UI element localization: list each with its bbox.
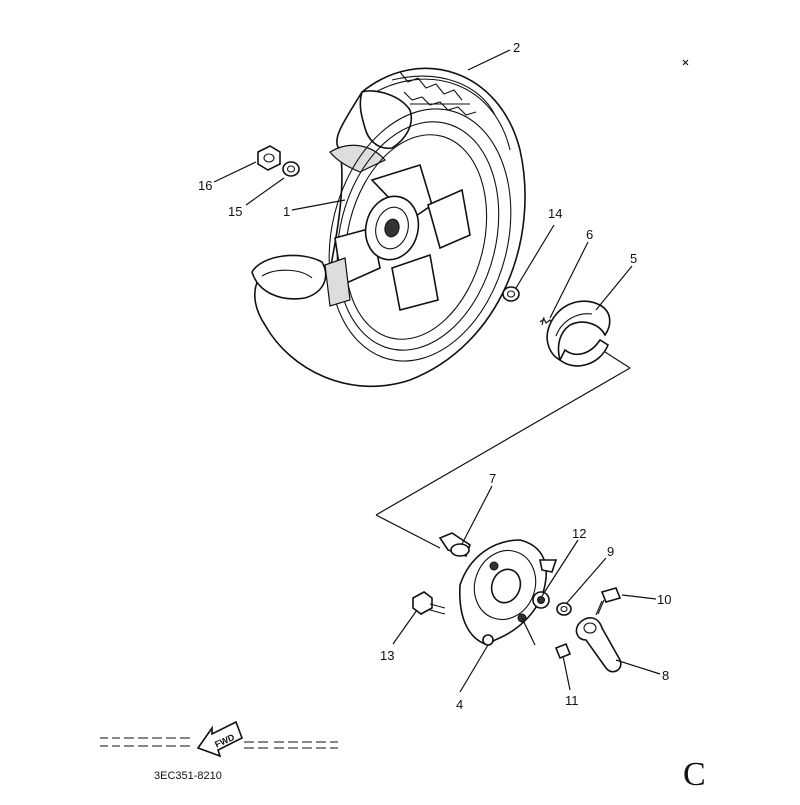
callout-4: 4 — [456, 697, 463, 712]
callout-2: 2 — [513, 40, 520, 55]
brake-camshaft-7 — [438, 532, 471, 558]
diagram-code: 3EC351-8210 — [154, 770, 222, 782]
washer-14 — [502, 286, 520, 302]
axle-nut-16 — [257, 145, 281, 171]
bolt-10 — [595, 587, 622, 616]
callout-6: 6 — [586, 227, 593, 242]
callout-10: 10 — [657, 592, 671, 607]
callout-13: 13 — [380, 648, 394, 663]
callout-16: 16 — [198, 178, 212, 193]
leader-lines — [213, 49, 661, 693]
bolt-13 — [412, 591, 446, 615]
callout-14: 14 — [548, 206, 562, 221]
washer-9 — [556, 602, 572, 616]
callout-11: 11 — [565, 693, 579, 708]
brake-plate-4 — [459, 539, 558, 646]
oil-seal-12 — [532, 591, 550, 609]
page-letter: C — [683, 756, 706, 793]
assembly-guide-lines — [375, 351, 631, 646]
callout-5: 5 — [630, 251, 637, 266]
camshaft-lever-8 — [575, 617, 622, 673]
wheel-tire-assembly — [251, 67, 526, 388]
stray-mark-icon — [682, 59, 689, 66]
callout-8: 8 — [662, 668, 669, 683]
fwd-arrow-icon — [196, 720, 244, 758]
callout-9: 9 — [607, 544, 614, 559]
callout-15: 15 — [228, 204, 242, 219]
tire-tread-icon — [399, 71, 477, 116]
callout-12: 12 — [572, 526, 586, 541]
callout-1: 1 — [283, 204, 290, 219]
fwd-arrow-badge: FWD — [100, 720, 338, 758]
washer-15 — [282, 161, 300, 177]
callout-7: 7 — [489, 471, 496, 486]
brake-shoe-5 — [546, 300, 611, 367]
indicator-plate-11 — [554, 642, 572, 660]
